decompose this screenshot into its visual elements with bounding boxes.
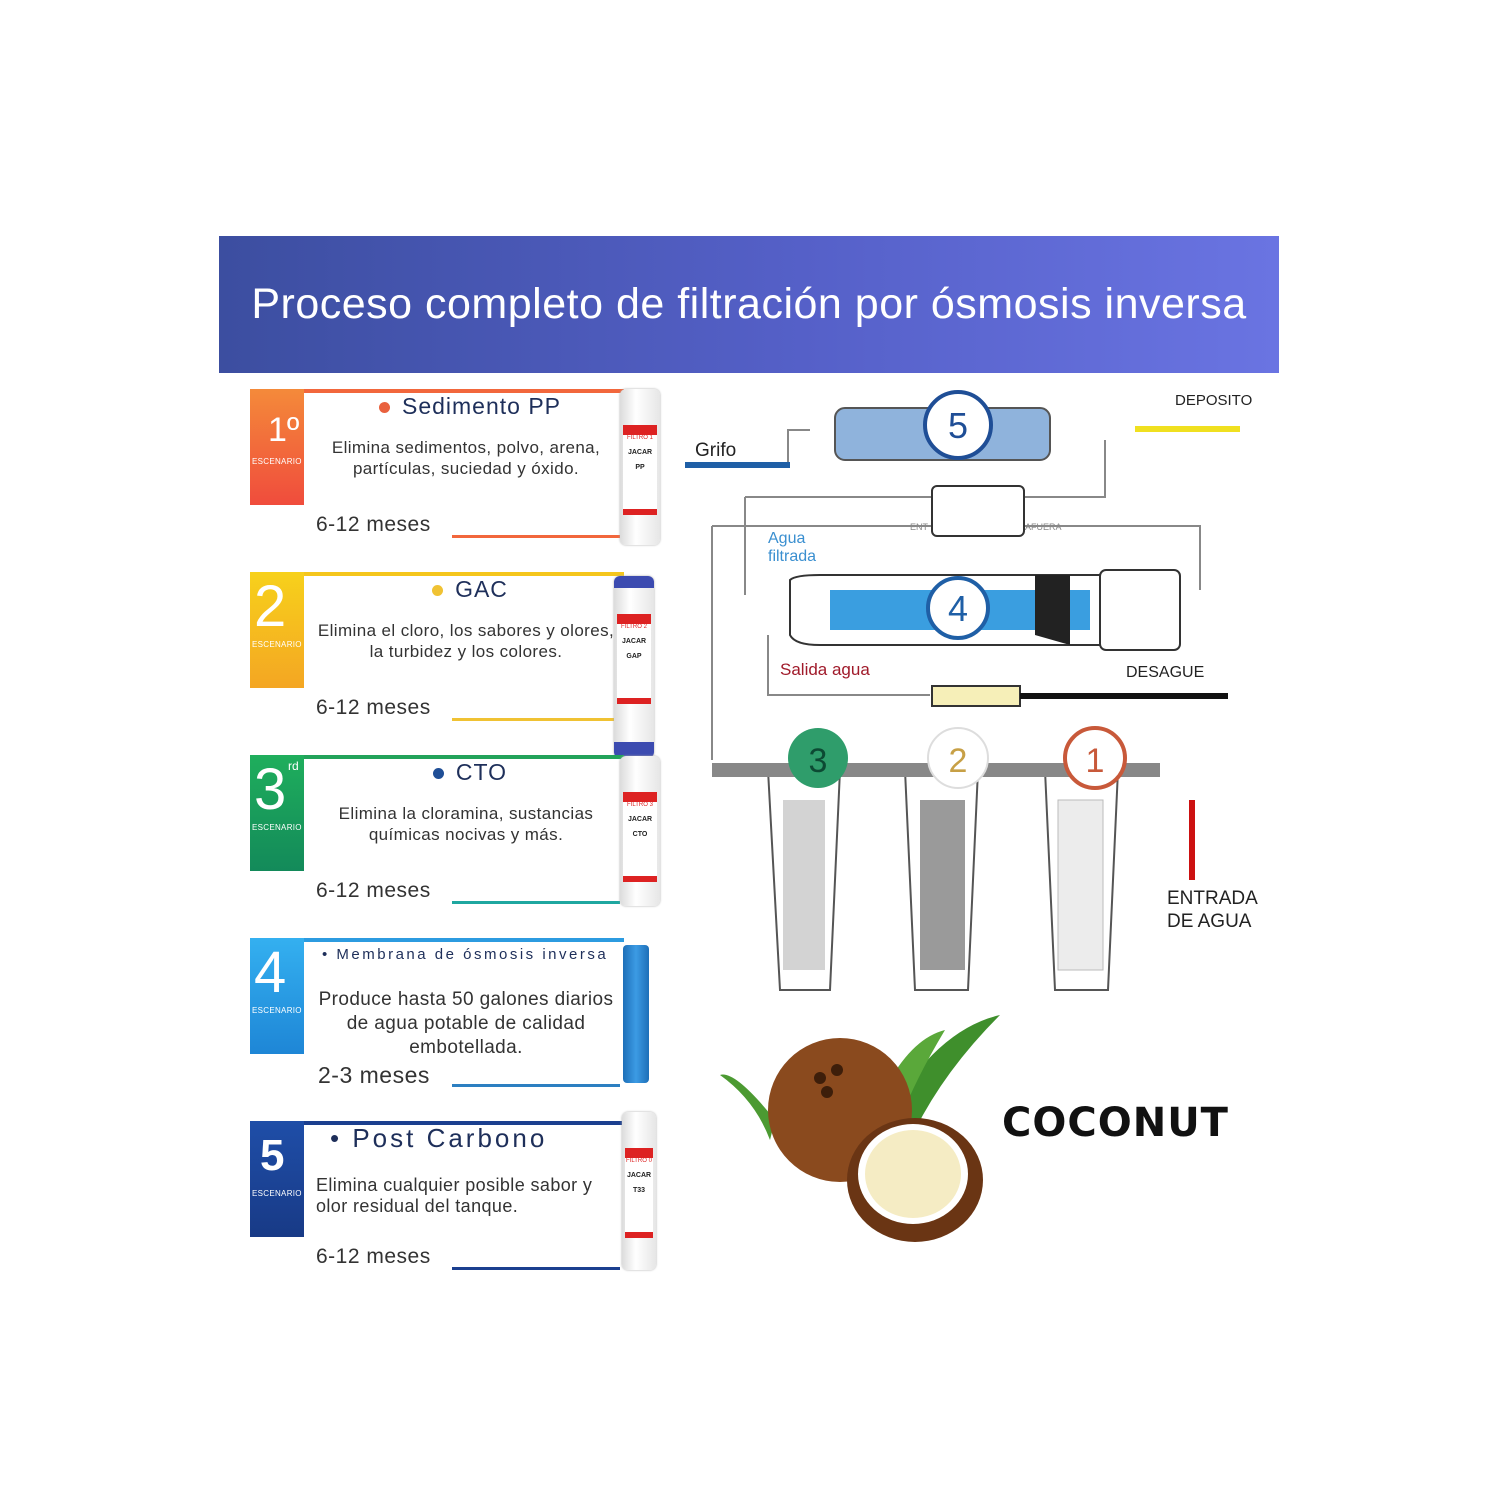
stage-2-dot [432, 585, 444, 597]
stage-1-escenario: ESCENARIO [252, 457, 302, 466]
stage-4-title: • Membrana de ósmosis inversa [322, 946, 609, 963]
diagram-stage-3-marker [788, 728, 848, 788]
stage-2-topline [304, 572, 624, 576]
stage-2-escenario: ESCENARIO [252, 640, 302, 649]
stage-4-number: 4 [254, 940, 287, 1005]
stage-5-topline [304, 1121, 624, 1125]
stage-2-badge: 2 ESCENARIO [250, 572, 304, 688]
coconut-svg [720, 1015, 1000, 1242]
stage-3-card: 3 rd ESCENARIO CTO Elimina la cloramina,… [250, 755, 670, 915]
diagram-stage-4-marker [926, 576, 990, 640]
stage-1-number: 1º [268, 411, 300, 449]
label-out: AFUERA [1025, 522, 1062, 532]
diagram-svg: 5 4 3 2 1 [685, 390, 1240, 991]
stage-5-description: Elimina cualquier posible sabor y olor r… [316, 1175, 593, 1216]
label-salida-agua: Salida agua [780, 660, 870, 679]
diagram-stage-5-marker [923, 390, 993, 460]
coconut-illustration [715, 1010, 1015, 1250]
stage-2-underline [452, 718, 620, 721]
diagram-stage-5-number: 5 [948, 405, 968, 446]
stage-1-card: 1º ESCENARIO Sedimento PP Elimina sedime… [250, 389, 670, 549]
diagram-stage-4-number: 4 [948, 588, 968, 629]
label-desague: DESAGUE [1126, 664, 1205, 681]
stage-1-title: Sedimento PP [320, 393, 620, 420]
stage-4-card: 4 ESCENARIO • Membrana de ósmosis invers… [250, 938, 670, 1098]
label-in: ENT [910, 522, 928, 532]
stage-3-underline [452, 901, 620, 904]
stage-3-sup: rd [288, 759, 299, 773]
stage-2-duration: 6-12 meses [316, 696, 431, 719]
ro-system-diagram: 5 4 3 2 1 DEPOSITO Gr [680, 380, 1280, 1020]
stage-1-description: Elimina sedimentos, polvo, arena, partíc… [331, 438, 601, 478]
page-title: Proceso completo de filtración por ósmos… [251, 280, 1247, 328]
stage-4-description: Produce hasta 50 galones diarios de agua… [318, 989, 614, 1058]
stage-2-title: GAC [320, 576, 620, 603]
diagram-stage-3-number: 3 [809, 742, 828, 780]
stage-2-description: Elimina el cloro, los sabores y olores, … [317, 621, 615, 661]
stage-4-topline [304, 938, 624, 942]
diagram-stage-2-number: 2 [949, 742, 968, 780]
stage-5-card: 5 ESCENARIO • Post Carbono Elimina cualq… [250, 1121, 670, 1281]
diagram-stage-1-number: 1 [1086, 742, 1105, 780]
diagram-stage-1-cartridge [1057, 799, 1104, 971]
stage-3-description: Elimina la cloramina, sustancias química… [338, 804, 594, 844]
stage-1-duration: 6-12 meses [316, 513, 431, 536]
stage-5-title: • Post Carbono [330, 1123, 548, 1153]
header-banner: Proceso completo de filtración por ósmos… [219, 236, 1279, 373]
label-deposito: DEPOSITO [1175, 392, 1253, 409]
stage-4-escenario: ESCENARIO [252, 1006, 302, 1015]
stage-4-membrane [623, 945, 649, 1083]
diagram-stage-2-marker [927, 727, 989, 789]
stage-1-underline [452, 535, 620, 538]
diagram-stage-1-marker [1063, 726, 1127, 790]
stage-3-topline [304, 755, 624, 759]
stage-3-escenario: ESCENARIO [252, 823, 302, 832]
check-valve-block [931, 485, 1025, 537]
stage-2-number: 2 [254, 574, 287, 639]
stage-3-badge: 3 rd ESCENARIO [250, 755, 304, 871]
label-entrada-agua: ENTRADA DE AGUA [1167, 888, 1257, 932]
label-agua-filtrada: Agua filtrada [768, 530, 817, 565]
stage-3-title: CTO [320, 759, 620, 786]
diagram-stage-2-cartridge [920, 800, 965, 970]
stage-4-badge: 4 ESCENARIO [250, 938, 304, 1054]
stage-5-underline [452, 1267, 620, 1270]
stage-3-duration: 6-12 meses [316, 879, 431, 902]
stage-3-dot [432, 768, 444, 780]
stage-1-topline [304, 389, 624, 393]
stage-5-escenario: ESCENARIO [252, 1189, 302, 1198]
brand-name: COCONUT [1002, 1100, 1229, 1146]
stage-1-dot [378, 402, 390, 414]
stage-4-duration: 2-3 meses [318, 1062, 430, 1088]
stage-1-badge: 1º ESCENARIO [250, 389, 304, 505]
stage-2-card: 2 ESCENARIO GAC Elimina el cloro, los sa… [250, 572, 670, 732]
diagram-stage-3-cartridge [783, 800, 825, 970]
label-grifo: Grifo [695, 440, 737, 461]
stage-5-number: 5 [260, 1131, 285, 1180]
stage-5-duration: 6-12 meses [316, 1245, 431, 1268]
stage-3-number: 3 [254, 757, 287, 822]
stage-5-badge: 5 ESCENARIO [250, 1121, 304, 1237]
stage-4-underline [452, 1084, 620, 1087]
